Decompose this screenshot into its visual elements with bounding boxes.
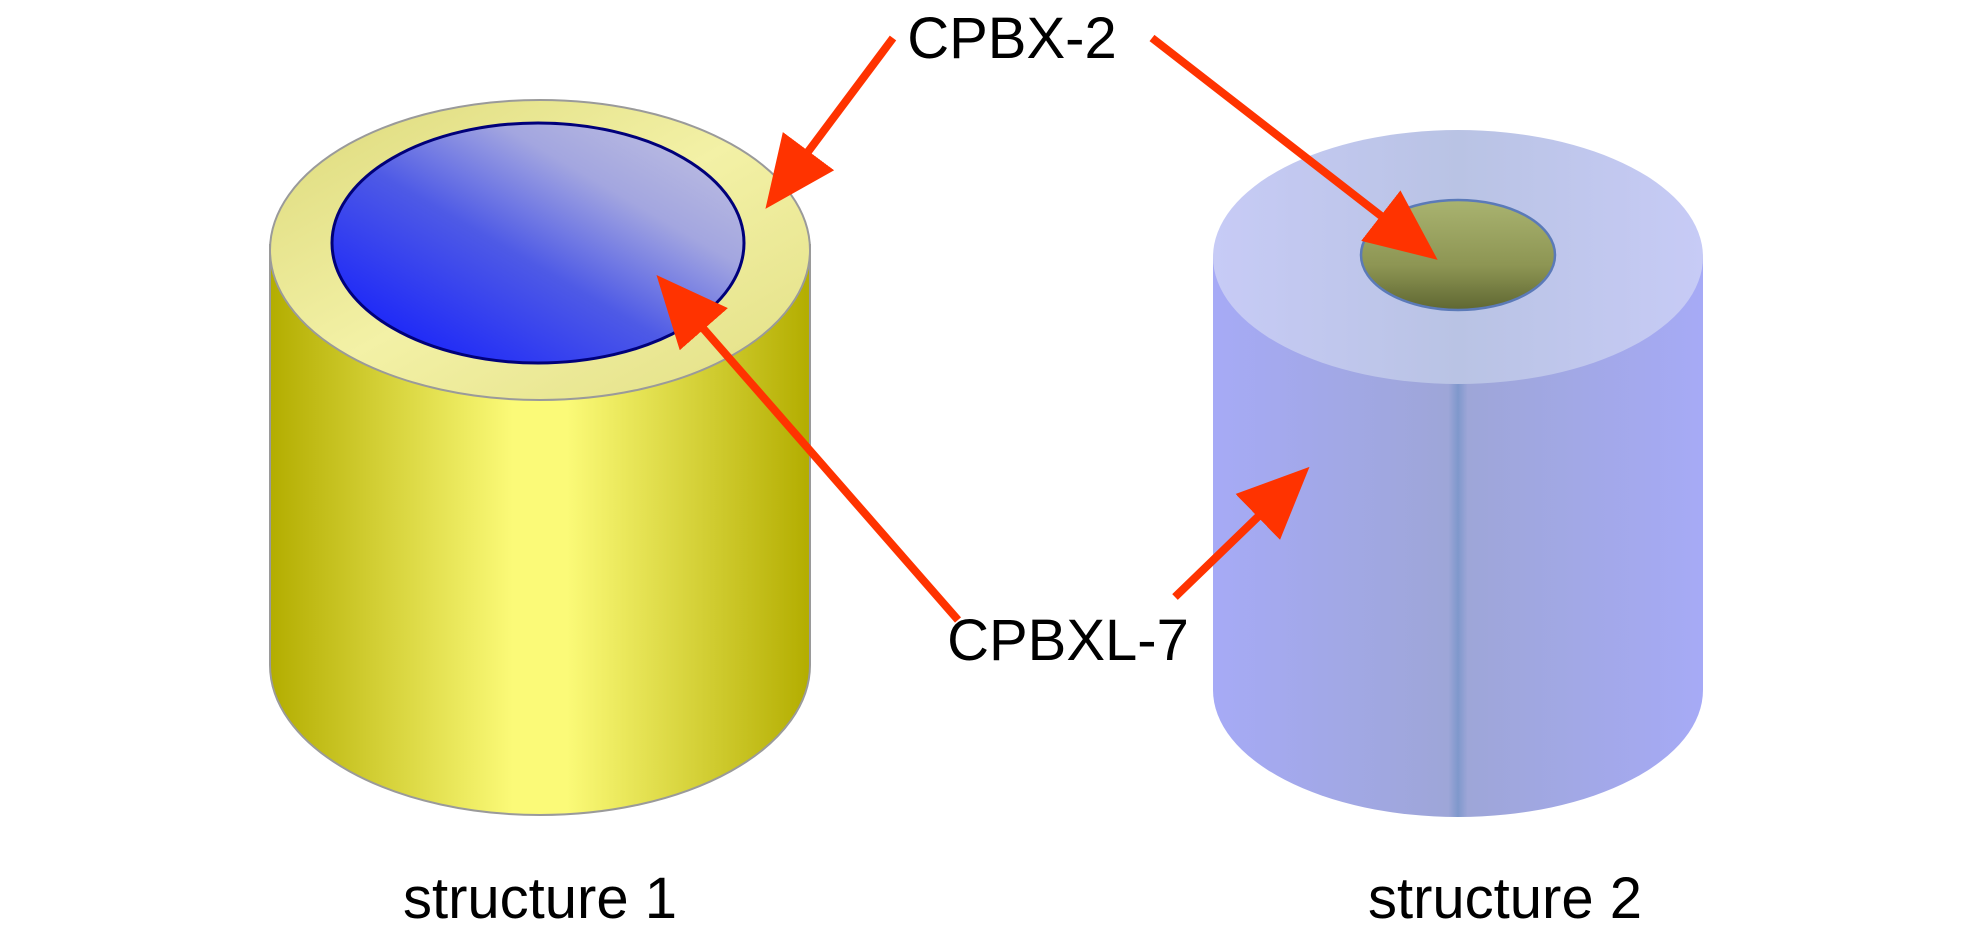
cylinder-1-side bbox=[269, 244, 811, 816]
arrow-icon bbox=[765, 35, 897, 209]
structure-1-cylinder bbox=[269, 99, 811, 816]
cylinder-2-core bbox=[1359, 198, 1557, 312]
arrow-icon bbox=[1172, 466, 1310, 600]
arrow-icon bbox=[1149, 34, 1438, 260]
cylinder-1-core bbox=[330, 121, 746, 365]
label-cpbx-2: CPBX-2 bbox=[907, 6, 1117, 71]
structure-2-cylinder bbox=[1213, 130, 1703, 817]
arrow-icon bbox=[656, 274, 962, 623]
label-cpbxl-7: CPBXL-7 bbox=[947, 608, 1189, 673]
label-structure-2: structure 2 bbox=[1368, 866, 1642, 931]
label-structure-1: structure 1 bbox=[403, 866, 677, 931]
arrows bbox=[656, 34, 1438, 623]
cylinder-2-side bbox=[1213, 256, 1703, 817]
